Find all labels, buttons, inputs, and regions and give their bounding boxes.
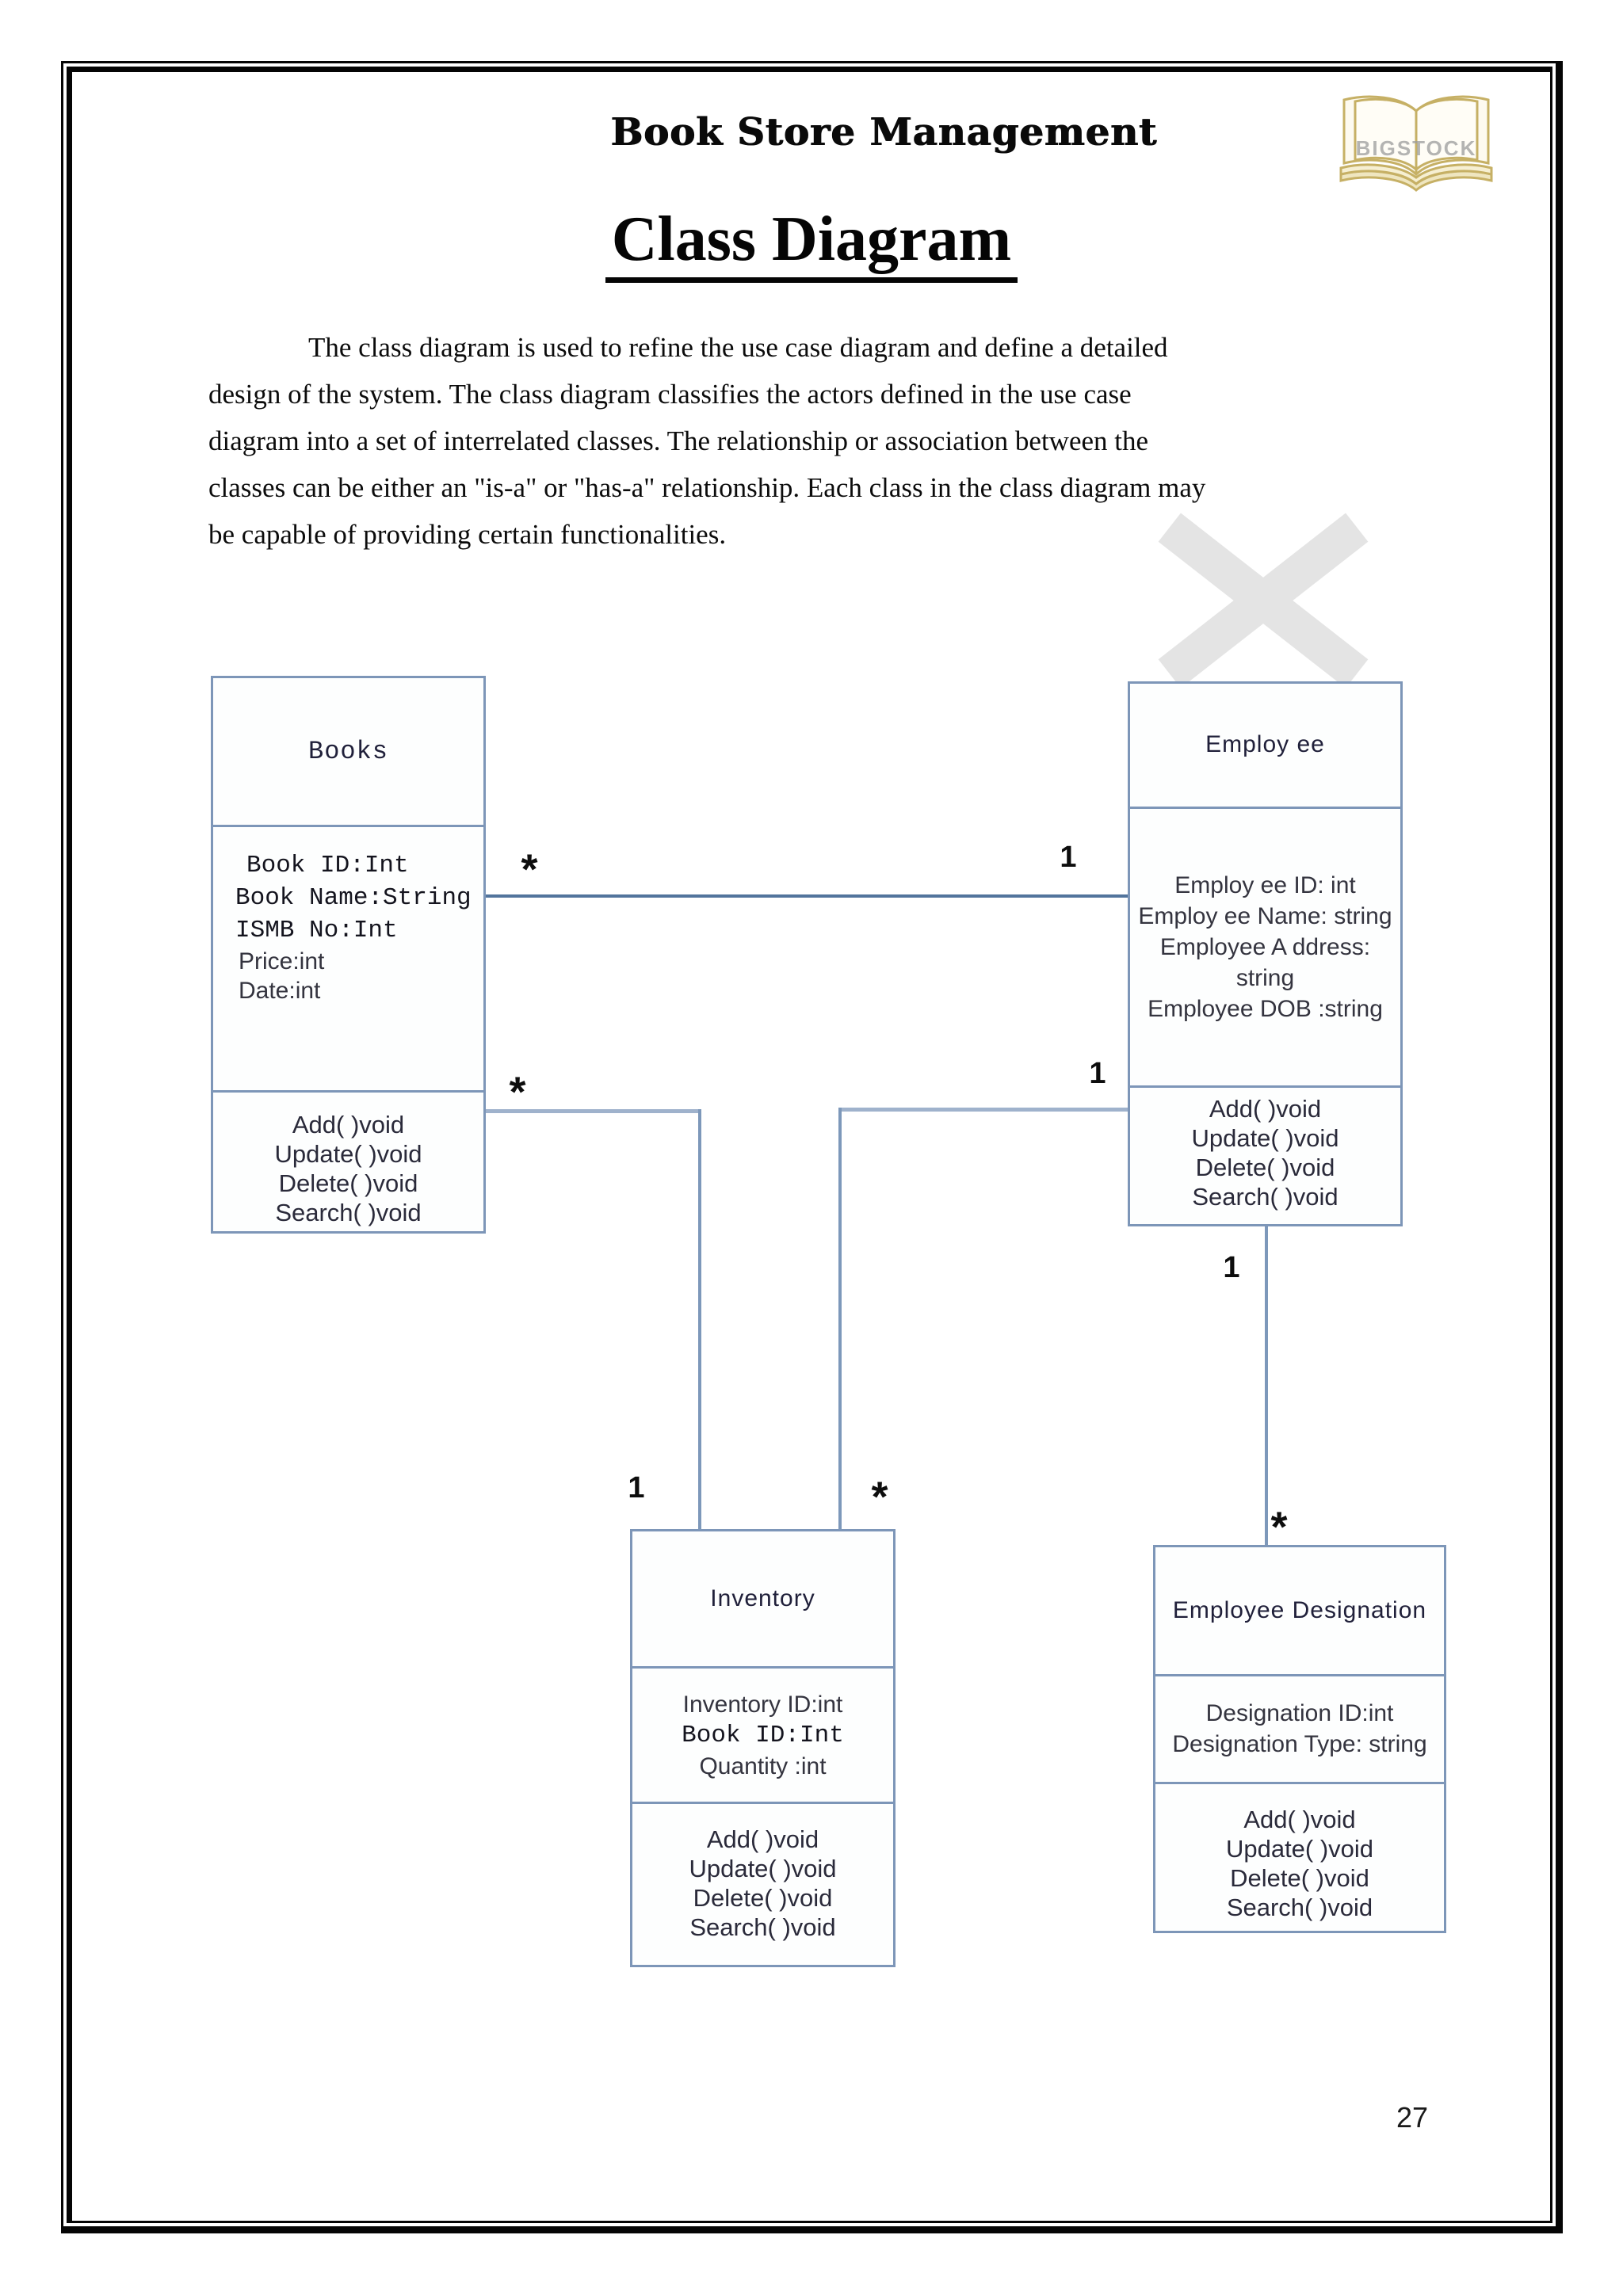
class-attribute: Employee A ddress: string [1159,934,1371,992]
association-line-employee-inventory-horizontal [838,1108,1128,1112]
intro-paragraph: The class diagram is used to refine the … [208,324,1445,558]
class-method: Add( )void [1243,1806,1356,1834]
multiplicity-label: 1 [1089,1057,1106,1090]
class-method: Search( )void [689,1913,836,1942]
paragraph-line: diagram into a set of interrelated class… [208,425,1149,456]
class-attribute: Employee DOB :string [1148,996,1383,1023]
logo-watermark-text: BIGSTOCK [1356,136,1477,160]
class-attribute: Book Name:String [235,884,472,913]
open-book-logo-icon: BIGSTOCK [1320,87,1512,200]
class-attribute: Designation Type: string [1172,1731,1427,1758]
class-attribute: ISMB No:Int [235,917,398,945]
class-method: Delete( )void [278,1169,418,1198]
multiplicity-label: 1 [1223,1251,1240,1284]
class-title: Inventory [710,1585,815,1611]
class-methods: Add( )void Update( )void Delete( )void S… [1155,1782,1444,1931]
association-line-books-inventory-horizontal [486,1109,701,1113]
class-title: Books [307,737,388,767]
class-method: Update( )void [1191,1124,1339,1153]
class-attributes: Employ ee ID: int Employ ee Name: string… [1130,806,1400,1086]
class-method: Update( )void [1225,1835,1374,1863]
class-box-employee: Employ ee Employ ee ID: int Employ ee Na… [1128,681,1403,1226]
multiplicity-label: * [509,1068,526,1116]
class-method: Update( )void [689,1855,837,1883]
class-attributes: Book ID:Int Book Name:String ISMB No:Int… [213,825,483,1090]
multiplicity-label: * [521,845,538,894]
class-method: Search( )void [1226,1894,1373,1922]
class-attribute: Date:int [239,978,321,1005]
class-method: Delete( )void [693,1884,833,1913]
class-attribute: Quantity :int [699,1753,827,1779]
class-method: Delete( )void [1195,1154,1335,1182]
class-attributes: Designation ID:int Designation Type: str… [1155,1673,1444,1782]
class-attribute: Employ ee Name: string [1138,903,1392,930]
multiplicity-label: * [1270,1503,1288,1551]
paragraph-line: be capable of providing certain function… [208,519,727,550]
class-method: Delete( )void [1230,1864,1369,1893]
class-attribute: Book ID:Int [682,1721,844,1749]
class-method: Add( )void [292,1111,405,1139]
class-attributes: Inventory ID:int Book ID:Int Quantity :i… [632,1666,893,1802]
paragraph-line: classes can be either an "is-a" or "has-… [208,472,1206,503]
association-line-books-employee [486,894,1128,898]
page-title-wrap: Class Diagram [0,204,1623,283]
class-attribute: Designation ID:int [1205,1700,1394,1727]
class-title: Employ ee [1205,731,1325,758]
page-title: Class Diagram [605,204,1018,283]
association-line-employee-inventory-vertical [838,1108,842,1529]
class-box-books: Books Book ID:Int Book Name:String ISMB … [211,676,486,1234]
class-attribute: Inventory ID:int [682,1691,843,1718]
class-title: Employee Designation [1172,1596,1427,1623]
class-method: Add( )void [706,1825,819,1854]
class-attribute: Employ ee ID: int [1174,872,1356,899]
association-line-books-inventory-vertical [698,1109,701,1529]
class-attribute: Book ID:Int [246,852,409,880]
class-box-employee-designation: Employee Designation Designation ID:int … [1153,1545,1446,1933]
paragraph-line: design of the system. The class diagram … [208,379,1132,410]
class-methods: Add( )void Update( )void Delete( )void S… [213,1090,483,1231]
page-frame [61,61,1563,2233]
class-method: Search( )void [1192,1183,1338,1211]
paragraph-line: The class diagram is used to refine the … [308,332,1168,363]
page-frame-inner [67,67,1552,2223]
multiplicity-label: 1 [1060,841,1077,874]
class-method: Update( )void [274,1140,422,1169]
class-attribute: Price:int [239,948,325,975]
class-method: Search( )void [275,1199,422,1227]
class-methods: Add( )void Update( )void Delete( )void S… [632,1802,893,1965]
class-box-inventory: Inventory Inventory ID:int Book ID:Int Q… [630,1529,896,1967]
multiplicity-label: 1 [628,1471,645,1505]
multiplicity-label: * [871,1473,888,1521]
page-number: 27 [1396,2101,1429,2134]
class-method: Add( )void [1209,1095,1322,1123]
document-title: Book Store Management [610,110,1157,154]
class-methods: Add( )void Update( )void Delete( )void S… [1130,1085,1400,1224]
association-line-employee-designation-vertical [1265,1226,1268,1545]
